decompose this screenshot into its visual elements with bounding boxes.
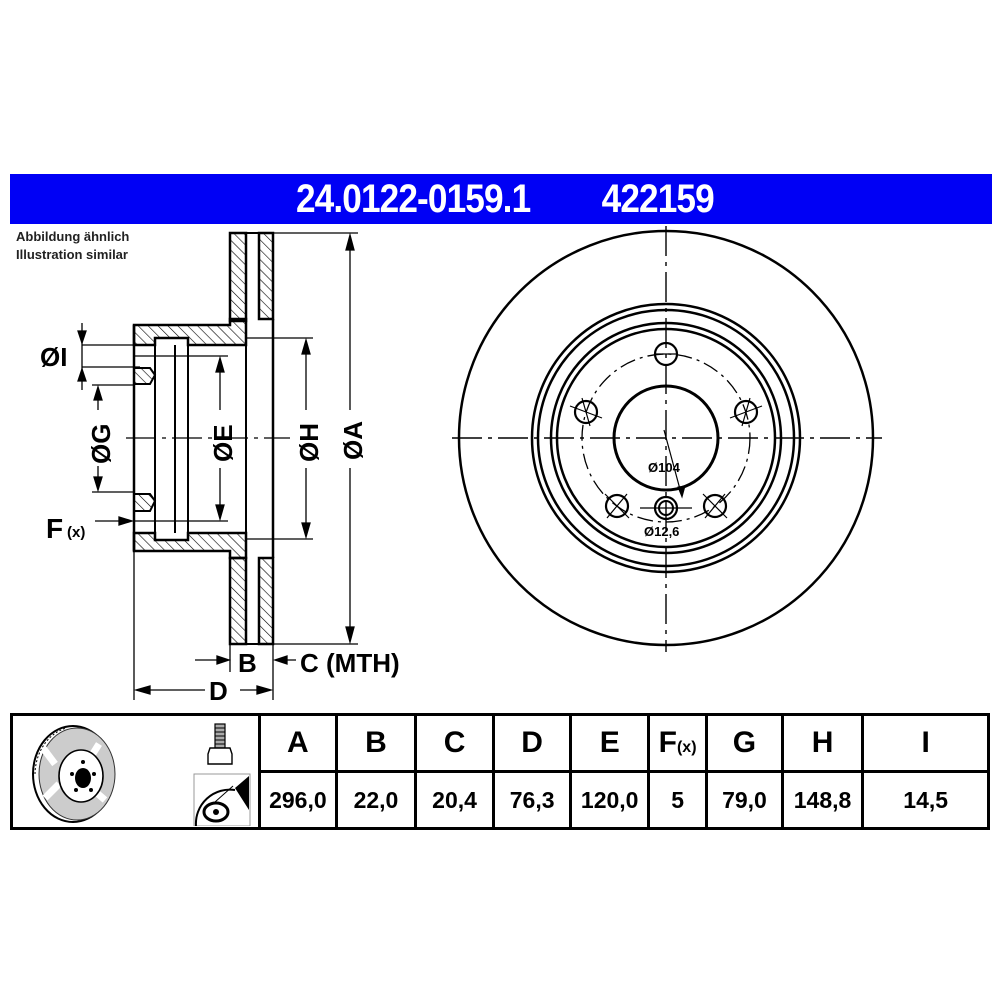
value-C: 20,4: [414, 770, 495, 830]
value-F: 5: [646, 770, 709, 830]
value-B: 22,0: [334, 770, 418, 830]
spec-table: A B C D E F(x) G H I 296,0 22,0 20,4 76,…: [9, 713, 990, 830]
label-D: D: [209, 676, 228, 706]
label-dia-I: ØI: [40, 342, 67, 372]
side-section-view: [126, 231, 290, 646]
brake-disc-icon: [32, 725, 116, 823]
col-header-H: H: [780, 713, 865, 773]
label-B: B: [238, 648, 257, 678]
value-D: 76,3: [491, 770, 573, 830]
col-header-F-label: F: [658, 726, 677, 759]
label-F-sub: (x): [67, 524, 85, 541]
col-header-F: F(x): [646, 713, 709, 773]
front-view: [452, 226, 882, 652]
value-I: 14,5: [861, 770, 990, 830]
part-number-banner: 24.0122-0159.1 422159: [10, 174, 992, 224]
hole-diameter-label: Ø12,6: [644, 524, 679, 539]
value-E: 120,0: [569, 770, 650, 830]
spec-header-row: A B C D E F(x) G H I: [9, 713, 990, 830]
illustration-note: Abbildung ähnlich Illustration similar: [16, 228, 129, 264]
label-dia-A: ØA: [338, 421, 368, 460]
label-F: F: [46, 513, 63, 544]
part-number: 24.0122-0159.1: [296, 176, 531, 221]
col-header-B: B: [334, 713, 418, 773]
col-header-A: A: [258, 713, 338, 773]
value-H: 148,8: [780, 770, 865, 830]
col-header-I: I: [861, 713, 990, 773]
label-C-mth: C (MTH): [300, 648, 400, 678]
col-header-F-sub: (x): [676, 739, 697, 756]
value-A: 296,0: [258, 770, 338, 830]
col-header-D: D: [491, 713, 573, 773]
spec-value-row: 296,0 22,0 20,4 76,3 120,0 5 79,0 148,8 …: [12, 770, 990, 830]
bolt-icon: [207, 723, 233, 765]
side-dimensions: [77, 232, 358, 700]
col-header-G: G: [705, 713, 784, 773]
wheel-hub-spray-icon: [193, 773, 251, 826]
note-german: Abbildung ähnlich: [16, 229, 130, 244]
hub-diameter-label: Ø104: [648, 460, 681, 475]
value-G: 79,0: [705, 770, 784, 830]
short-number: 422159: [602, 176, 715, 221]
icon-cell: [9, 713, 262, 830]
label-dia-E: ØE: [208, 424, 238, 462]
technical-drawing: ØA ØH ØE ØG ØI F (x) B C (MTH) D: [40, 226, 882, 706]
col-header-C: C: [414, 713, 495, 773]
col-header-E: E: [569, 713, 650, 773]
label-dia-H: ØH: [294, 423, 324, 462]
label-dia-G: ØG: [86, 424, 116, 464]
note-english: Illustration similar: [16, 247, 128, 262]
